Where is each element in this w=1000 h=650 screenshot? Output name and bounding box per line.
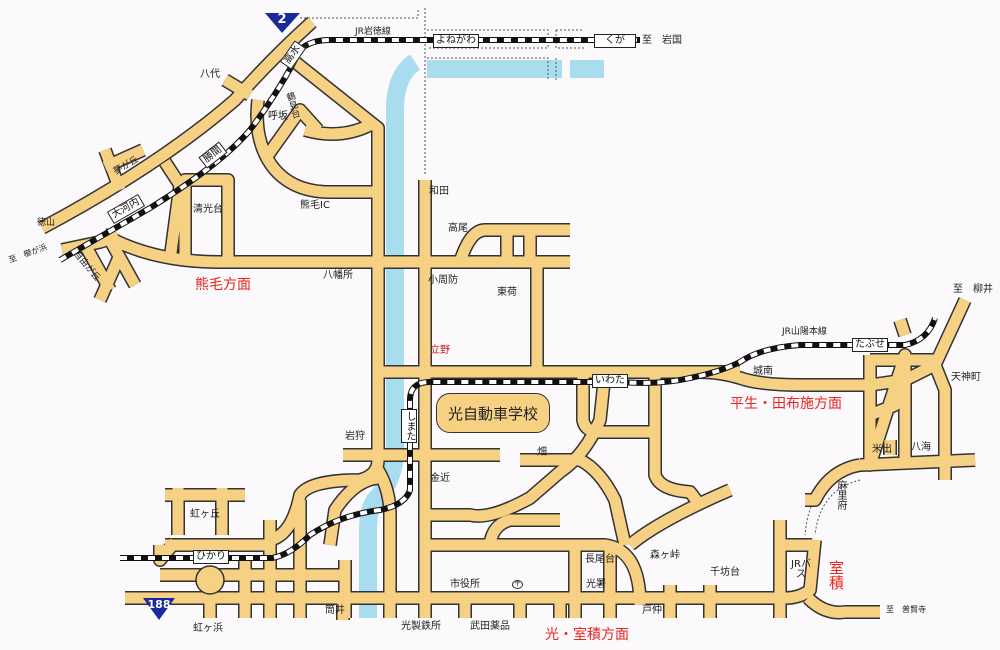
route-188-label: 188 (147, 598, 171, 611)
place-kanechika: 金近 (430, 473, 450, 484)
station-iwata[interactable]: いわた (592, 374, 628, 388)
direction-kumage: 熊毛方面 (195, 277, 251, 293)
place-jr-bus: JRバス (791, 559, 811, 580)
post-office-icon: 〒 (512, 580, 523, 589)
river (359, 54, 604, 618)
place-hata: 畑 (537, 447, 547, 458)
place-iwakari: 岩狩 (345, 431, 365, 442)
place-yoneide: 米出 (872, 444, 892, 455)
line-label-gantoku: JR岩徳線 (355, 27, 391, 37)
place-toka: 東荷 (497, 287, 517, 298)
station-kuga[interactable]: くが (594, 34, 636, 48)
place-yawatasho: 八幡所 (323, 270, 353, 281)
railway (58, 37, 938, 561)
place-kumage-ic: 熊毛IC (300, 200, 330, 211)
place-nagaodai: 長尾台 (585, 554, 615, 565)
destination-hikari-driving-school[interactable]: 光自動車学校 (436, 393, 550, 433)
place-tsutsui: 筒井 (325, 605, 345, 616)
road-network (39, 17, 976, 620)
place-yashiro: 八代 (200, 69, 220, 80)
place-jonan: 城南 (753, 366, 773, 377)
place-tenjincho: 天神町 (951, 372, 981, 383)
place-hakkai: 八海 (911, 442, 931, 453)
route-2-shield (265, 13, 300, 33)
place-hikari-steel: 光製鉄所 (401, 621, 441, 632)
place-takao: 高尾 (448, 223, 468, 234)
place-takeda: 武田薬品 (470, 621, 510, 632)
roundabout (195, 565, 225, 595)
place-seikodai: 清光台 (193, 204, 223, 215)
direction-to-yanai: 至 柳井 (953, 284, 993, 295)
route-188-shield (143, 598, 175, 620)
place-tateno: 立野 (430, 345, 450, 356)
direction-murozumi: 室積 (827, 560, 845, 590)
station-hikari[interactable]: ひかり (193, 550, 229, 564)
station-shimata[interactable]: しまた (401, 409, 417, 443)
place-yobisaka: 呼坂 (268, 111, 288, 122)
direction-to-fugenji: 至 普賢寺 (886, 605, 926, 614)
direction-hikari-murozumi: 光・室積方面 (545, 627, 629, 643)
place-nijigahama: 虹ヶ浜 (193, 623, 223, 634)
direction-to-iwakuni: 至 岩国 (642, 35, 682, 46)
place-marifu: 麻里府 (835, 480, 846, 510)
place-kosuo: 小周防 (428, 275, 458, 286)
place-tokuyama: 徳山 (37, 218, 56, 228)
place-wada: 和田 (429, 186, 449, 197)
place-morigatao: 森ヶ峠 (650, 550, 680, 561)
route-2-label: 2 (277, 12, 287, 27)
direction-hirao-tabuse: 平生・田布施方面 (730, 396, 842, 412)
place-senbodai: 千坊台 (710, 567, 740, 578)
place-tonaka: 戸仲 (642, 605, 662, 616)
station-yonegawa[interactable]: よねがわ (433, 34, 479, 48)
place-city-hall: 市役所 (450, 579, 480, 590)
place-nijigaoka: 虹ヶ丘 (190, 509, 220, 520)
place-police: 光署 (586, 579, 606, 590)
line-label-sanyo: JR山陽本線 (782, 327, 827, 337)
station-tabuse[interactable]: たぶせ (852, 338, 888, 352)
